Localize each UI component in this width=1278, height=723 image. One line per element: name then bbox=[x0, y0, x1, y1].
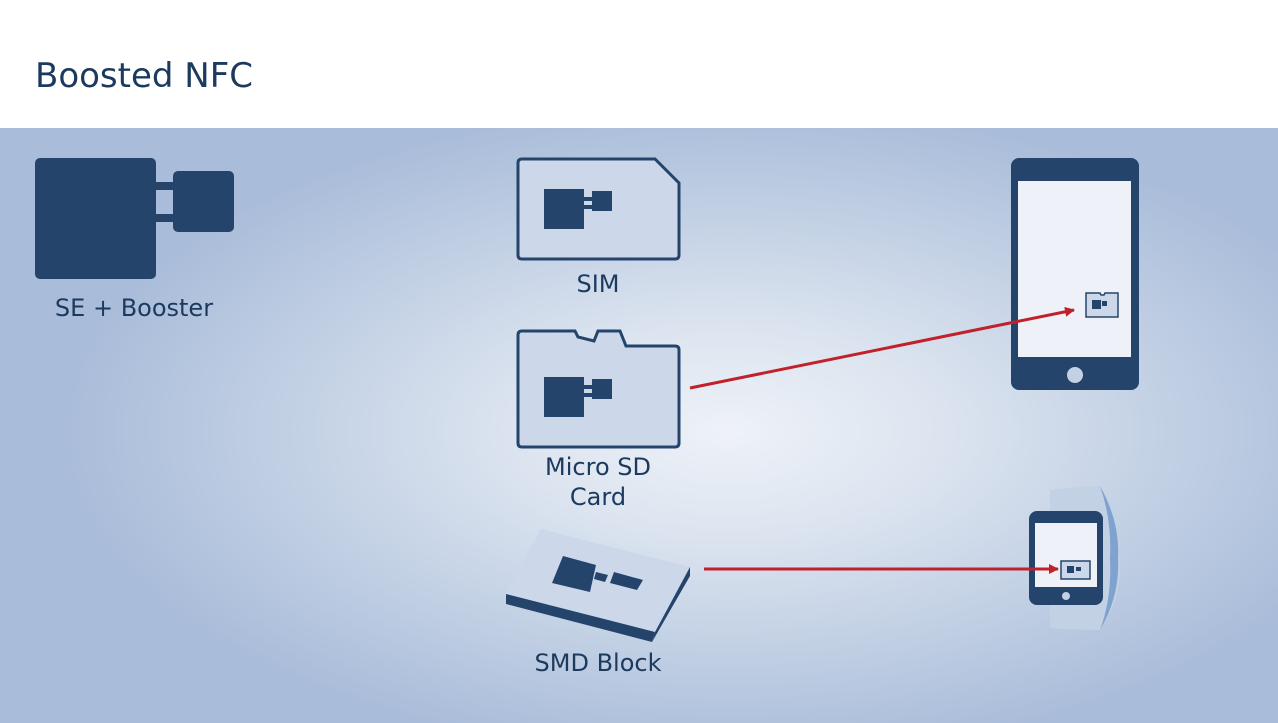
se-booster-chip-icon bbox=[35, 158, 234, 279]
watch-smd-icon bbox=[1060, 560, 1091, 580]
label-se-booster: SE + Booster bbox=[54, 294, 214, 322]
slide-title: Boosted NFC bbox=[35, 56, 254, 96]
microsd-card-icon bbox=[516, 329, 681, 449]
sim-card-icon bbox=[516, 157, 681, 261]
arrow-microsd-to-phone bbox=[689, 306, 1075, 390]
label-microsd-line2: Card bbox=[569, 483, 627, 511]
smd-block-icon bbox=[506, 529, 690, 642]
smartwatch-icon bbox=[1029, 486, 1121, 630]
label-smd-block: SMD Block bbox=[534, 649, 662, 677]
phone-microsd-icon bbox=[1085, 292, 1119, 318]
label-sim: SIM bbox=[576, 270, 620, 298]
smartphone-icon bbox=[1011, 158, 1139, 390]
slide-header: Boosted NFC bbox=[0, 0, 1278, 128]
label-microsd-line1: Micro SD bbox=[545, 453, 651, 481]
